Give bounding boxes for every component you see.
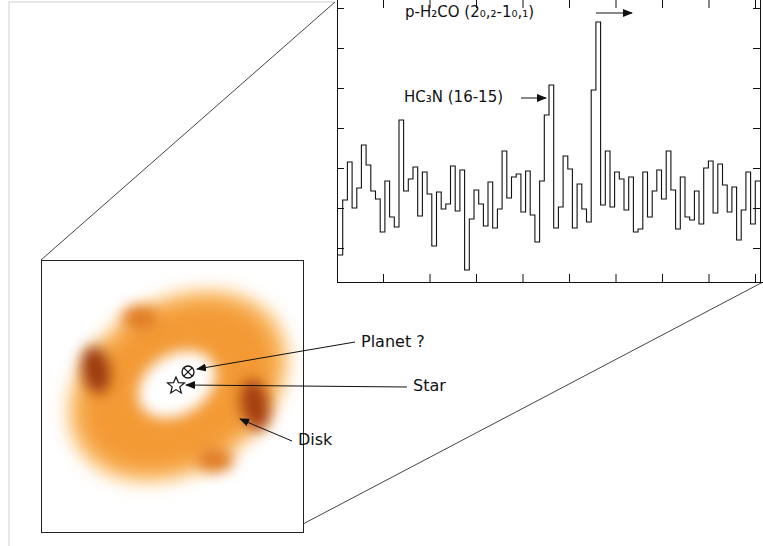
frame-line bbox=[9, 2, 335, 3]
axis-tick bbox=[337, 8, 344, 9]
leader-arrow bbox=[186, 385, 407, 387]
axis-tick bbox=[709, 0, 710, 8]
axis-tick bbox=[337, 88, 344, 89]
axis-tick bbox=[383, 274, 384, 282]
axis-tick bbox=[430, 274, 431, 282]
axis-tick bbox=[753, 248, 760, 249]
axis-tick bbox=[753, 8, 760, 9]
callout-label: Disk bbox=[298, 432, 332, 448]
axis-tick bbox=[616, 274, 617, 282]
axis-tick bbox=[755, 274, 756, 282]
axis-tick bbox=[616, 0, 617, 8]
axis-tick bbox=[755, 0, 756, 8]
leader-arrow bbox=[197, 342, 355, 369]
axis-tick bbox=[753, 48, 760, 49]
axis-tick bbox=[753, 208, 760, 209]
axis-tick bbox=[337, 48, 344, 49]
axis-tick bbox=[569, 274, 570, 282]
planet-symbol bbox=[182, 366, 194, 378]
axis-tick bbox=[383, 0, 384, 8]
axis-tick bbox=[662, 0, 663, 8]
disk-image bbox=[42, 261, 303, 532]
spectrum-axes bbox=[337, 0, 763, 283]
axis-tick bbox=[662, 274, 663, 282]
line-arrow bbox=[521, 98, 546, 99]
axis-tick bbox=[523, 274, 524, 282]
axis-tick bbox=[709, 274, 710, 282]
axis-tick bbox=[569, 0, 570, 8]
frame-line bbox=[9, 2, 10, 546]
axis-tick bbox=[476, 274, 477, 282]
axis-tick bbox=[337, 168, 344, 169]
zoom-line bbox=[41, 2, 335, 260]
axis-tick bbox=[753, 168, 760, 169]
leader-arrow bbox=[240, 419, 292, 441]
callout-label: Planet ? bbox=[361, 334, 425, 350]
star-symbol bbox=[168, 377, 185, 393]
line-arrow bbox=[596, 13, 632, 14]
image-frame bbox=[42, 261, 304, 533]
axis-tick bbox=[753, 88, 760, 89]
spectrum-ground bbox=[335, 0, 763, 282]
line-label: p-H₂CO (2₀,₂-1₀,₁) bbox=[405, 5, 534, 20]
axis-tick bbox=[753, 128, 760, 129]
zoom-line bbox=[303, 282, 763, 524]
axis-tick bbox=[337, 128, 344, 129]
spectrum-trace bbox=[338, 22, 760, 270]
line-label: HC₃N (16-15) bbox=[404, 90, 503, 105]
callout-label: Star bbox=[413, 378, 446, 394]
